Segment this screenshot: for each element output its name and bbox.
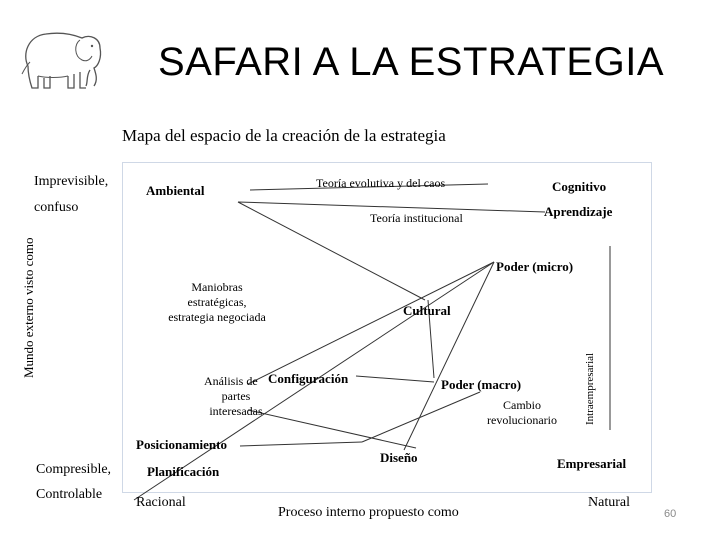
school-cognitivo: Cognitivo	[552, 179, 607, 194]
axis-bottom-left-1: Compresible,	[36, 462, 112, 477]
approach-teoria-evolutiva: Teoría evolutiva y del caos	[316, 176, 446, 190]
school-cultural: Cultural	[403, 303, 451, 318]
school-planificacion: Planificación	[147, 464, 220, 479]
line-ambiental-cultural	[237, 201, 426, 301]
line-poder-micro-analisis	[247, 261, 495, 385]
school-ambiental: Ambiental	[146, 183, 205, 198]
school-diseno: Diseño	[380, 450, 418, 465]
line-institucional	[237, 201, 546, 213]
axis-x-natural: Natural	[588, 495, 630, 510]
elephant-logo	[21, 32, 102, 89]
school-empresarial: Empresarial	[557, 456, 627, 471]
approach-analisis-1: Análisis de	[204, 374, 258, 388]
approach-teoria-institucional: Teoría institucional	[370, 211, 463, 225]
axis-top-left-1: Imprevisible,	[34, 174, 109, 189]
axis-x-racional: Racional	[136, 495, 186, 510]
axis-top-left-2: confuso	[34, 200, 79, 215]
approach-analisis-rest: partes interesadas	[209, 389, 263, 418]
line-cambio	[361, 391, 481, 443]
axis-vertical-left: Mundo externo visto como	[21, 237, 36, 378]
axis-x-proceso: Proceso interno propuesto como	[278, 505, 459, 520]
line-poder-micro-long	[133, 261, 495, 501]
school-poder-macro: Poder (macro)	[441, 377, 522, 392]
line-poder-micro-diseno	[403, 261, 495, 451]
approach-maniobras: Maniobras estratégicas, estrategia negoc…	[168, 280, 266, 324]
page-number: 60	[664, 508, 677, 520]
line-configuracion-poder	[355, 375, 435, 383]
school-poder-micro: Poder (micro)	[496, 259, 574, 274]
axis-bottom-left-2: Controlable	[36, 487, 103, 502]
school-posicionamiento: Posicionamiento	[136, 437, 227, 452]
map-frame	[122, 162, 652, 493]
line-analisis-diseno	[247, 409, 417, 449]
page-subtitle: Mapa del espacio de la creación de la es…	[122, 126, 446, 145]
school-configuracion: Configuración	[268, 371, 349, 386]
school-aprendizaje: Aprendizaje	[544, 204, 613, 219]
approach-cambio: Cambio revolucionario	[487, 398, 557, 427]
line-evolutiva	[249, 183, 489, 191]
page-title: SAFARI A LA ESTRATEGIA	[158, 40, 664, 84]
approach-intraempresarial: Intraempresarial	[584, 352, 596, 425]
line-posicionamiento	[239, 441, 363, 447]
line-cultural-configuracion	[427, 299, 435, 379]
